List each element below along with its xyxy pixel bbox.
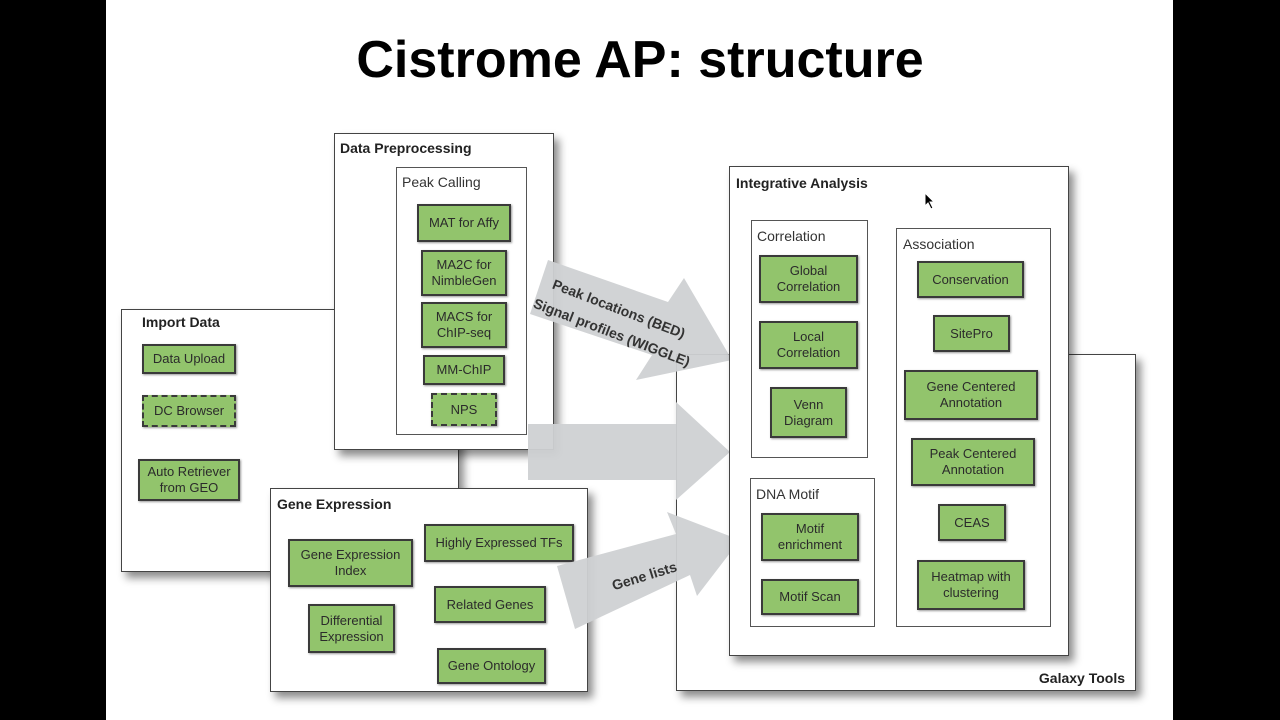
ceas-box[interactable]: CEAS (938, 504, 1006, 541)
ma2c-box[interactable]: MA2C for NimbleGen (421, 250, 507, 296)
mat-for-affy-box[interactable]: MAT for Affy (417, 204, 511, 242)
auto-retriever-box[interactable]: Auto Retriever from GEO (138, 459, 240, 501)
data-preprocessing-panel: Data Preprocessing Peak Calling MAT for … (334, 133, 554, 450)
gene-expression-panel: Gene Expression Gene Expression Index Hi… (270, 488, 588, 692)
sitepro-box[interactable]: SitePro (933, 315, 1010, 352)
motif-enrichment-box[interactable]: Motif enrichment (761, 513, 859, 561)
macs-box[interactable]: MACS for ChIP-seq (421, 302, 507, 348)
nps-box[interactable]: NPS (431, 393, 497, 426)
association-panel: Association Conservation SitePro Gene Ce… (896, 228, 1051, 627)
dna-motif-panel: DNA Motif Motif enrichment Motif Scan (750, 478, 875, 627)
correlation-title: Correlation (757, 228, 826, 244)
motif-scan-box[interactable]: Motif Scan (761, 579, 859, 615)
galaxy-tools-label: Galaxy Tools (1038, 670, 1125, 686)
correlation-panel: Correlation Global Correlation Local Cor… (751, 220, 868, 458)
association-title: Association (903, 236, 975, 252)
highly-expressed-tfs-box[interactable]: Highly Expressed TFs (424, 524, 574, 562)
gene-ontology-box[interactable]: Gene Ontology (437, 648, 546, 684)
data-upload-box[interactable]: Data Upload (142, 344, 236, 374)
import-data-title: Import Data (142, 314, 220, 330)
mouse-cursor-icon (924, 192, 936, 210)
heatmap-clustering-box[interactable]: Heatmap with clustering (917, 560, 1025, 610)
peak-calling-panel: Peak Calling MAT for Affy MA2C for Nimbl… (396, 167, 527, 435)
venn-diagram-box[interactable]: Venn Diagram (770, 387, 847, 438)
global-correlation-box[interactable]: Global Correlation (759, 255, 858, 303)
gene-expression-index-box[interactable]: Gene Expression Index (288, 539, 413, 587)
data-preprocessing-title: Data Preprocessing (340, 140, 472, 156)
differential-expression-box[interactable]: Differential Expression (308, 604, 395, 653)
peak-centered-annotation-box[interactable]: Peak Centered Annotation (911, 438, 1035, 486)
gene-centered-annotation-box[interactable]: Gene Centered Annotation (904, 370, 1038, 420)
integrative-analysis-panel: Integrative Analysis Correlation Global … (729, 166, 1069, 656)
dc-browser-box[interactable]: DC Browser (142, 395, 236, 427)
related-genes-box[interactable]: Related Genes (434, 586, 546, 623)
slide-title: Cistrome AP: structure (356, 31, 924, 89)
conservation-box[interactable]: Conservation (917, 261, 1024, 298)
integrative-analysis-title: Integrative Analysis (736, 175, 868, 191)
gene-expression-title: Gene Expression (277, 496, 392, 512)
peak-calling-title: Peak Calling (402, 174, 481, 190)
local-correlation-box[interactable]: Local Correlation (759, 321, 858, 369)
dna-motif-title: DNA Motif (756, 486, 820, 502)
mm-chip-box[interactable]: MM-ChIP (423, 355, 505, 385)
